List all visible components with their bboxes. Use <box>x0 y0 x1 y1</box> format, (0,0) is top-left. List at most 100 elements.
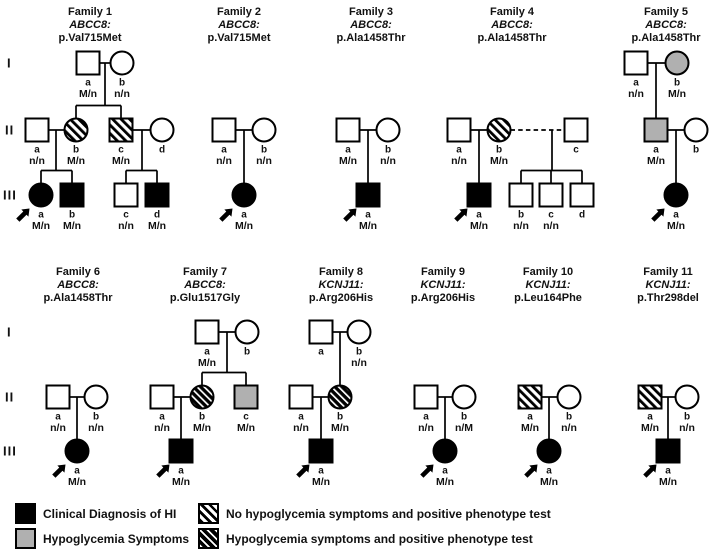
family-8-II-b-circle <box>327 384 353 410</box>
family-mutation: p.Thr298del <box>637 292 699 304</box>
family-title: Family 3 <box>348 6 394 18</box>
family-11-pedigree: aM/nbn/naM/n <box>637 384 700 488</box>
family-title: Family 6 <box>55 266 101 278</box>
proband-arrow-icon <box>219 208 233 222</box>
proband-arrow-icon <box>156 464 170 478</box>
legend-label: Clinical Diagnosis of HI <box>43 506 177 521</box>
family-1-III-d-square <box>144 182 170 208</box>
family-11-III-a-label: a <box>665 466 671 477</box>
family-2-II-a-genotype: n/n <box>216 155 232 167</box>
family-2-III-a-circle <box>231 182 257 208</box>
family-2-II-b-circle <box>251 117 277 143</box>
family-10-II-a-label: a <box>527 412 533 423</box>
family-5-II-b-label: b <box>693 145 699 156</box>
family-11-III-a-square <box>655 438 681 464</box>
family-5-II-b-circle <box>683 117 709 143</box>
family-8-III-a-label: a <box>318 466 324 477</box>
family-9-II-b-circle <box>451 384 477 410</box>
generation-label-row1-II: II <box>5 122 15 138</box>
family-10-pedigree: aM/nbn/naM/n <box>517 384 582 488</box>
family-8-II-a-square <box>288 384 314 410</box>
family-2-header: Family 2 ABCC8: p.Val715Met <box>179 6 299 45</box>
family-7-III-a-square <box>168 438 194 464</box>
family-gene: ABCC8: <box>491 19 533 31</box>
family-1-I-b-circle <box>109 50 135 76</box>
legend-swatch-black-icon <box>15 503 36 524</box>
family-11-III-a-genotype: M/n <box>659 476 677 488</box>
family-1-II-c-genotype: M/n <box>112 155 130 167</box>
family-title: Family 10 <box>522 266 574 278</box>
family-10-III-a-genotype: M/n <box>540 476 558 488</box>
family-1-II-a-label: a <box>34 145 40 156</box>
family-3-II-a-genotype: M/n <box>339 155 357 167</box>
family-2-pedigree: an/nbn/naM/n <box>211 117 277 232</box>
family-5-I-b-genotype: M/n <box>668 88 686 100</box>
family-8-I-b-genotype: n/n <box>351 357 367 369</box>
family-7-II-c-label: c <box>243 412 249 423</box>
family-4-III-c-genotype: n/n <box>543 220 559 232</box>
family-10-II-b-label: b <box>566 412 572 423</box>
legend-label: Hypoglycemia Symptoms <box>43 531 190 546</box>
proband-arrow-icon <box>643 464 657 478</box>
family-4-II-b-genotype: M/n <box>490 155 508 167</box>
family-4-II-c-square <box>563 117 589 143</box>
proband-arrow-icon <box>52 464 66 478</box>
proband-arrow-icon <box>16 208 30 222</box>
family-5-I-b-label: b <box>674 78 680 89</box>
family-2-II-b-genotype: n/n <box>256 155 272 167</box>
family-3-III-a-label: a <box>365 210 371 221</box>
family-5-I-a-label: a <box>633 78 639 89</box>
family-7-II-b-genotype: M/n <box>193 422 211 434</box>
family-4-header: Family 4 ABCC8: p.Ala1458Thr <box>452 6 572 45</box>
family-6-II-a-square <box>45 384 71 410</box>
family-6-header: Family 6 ABCC8: p.Ala1458Thr <box>18 266 138 305</box>
family-7-II-a-genotype: n/n <box>154 422 170 434</box>
family-4-II-a-label: a <box>456 145 462 156</box>
proband-arrow-icon <box>454 208 468 222</box>
family-9-header: Family 9 KCNJ11: p.Arg206His <box>383 266 503 305</box>
family-1-III-c-genotype: n/n <box>118 220 134 232</box>
family-7-II-a-label: a <box>159 412 165 423</box>
family-mutation: p.Glu1517Gly <box>169 292 241 304</box>
family-9-II-a-label: a <box>423 412 429 423</box>
legend-item-symptoms-positive-test: Hypoglycemia symptoms and positive pheno… <box>198 528 533 549</box>
legend-swatch-light-hatch-icon <box>198 503 219 524</box>
family-title: Family 4 <box>489 6 535 18</box>
family-10-header: Family 10 KCNJ11: p.Leu164Phe <box>488 266 608 305</box>
proband-arrow-icon <box>343 208 357 222</box>
family-4-III-b-square <box>508 182 534 208</box>
family-gene: ABCC8: <box>69 19 111 31</box>
legend-item-no-symptoms-positive-test: No hypoglycemia symptoms and positive ph… <box>198 503 551 524</box>
family-4-III-c-label: c <box>548 210 554 221</box>
generation-label-row2-I: I <box>7 324 12 340</box>
family-7-header: Family 7 ABCC8: p.Glu1517Gly <box>145 266 265 305</box>
family-title: Family 8 <box>318 266 364 278</box>
family-1-III-c-square <box>113 182 139 208</box>
family-9-II-b-genotype: n/M <box>455 422 473 434</box>
family-10-II-a-square <box>517 384 543 410</box>
family-11-II-b-label: b <box>684 412 690 423</box>
family-11-II-a-square <box>637 384 663 410</box>
family-gene: ABCC8: <box>350 19 392 31</box>
family-mutation: p.Ala1458Thr <box>43 292 113 304</box>
family-4-III-a-square <box>466 182 492 208</box>
family-1-III-c-label: c <box>123 210 129 221</box>
family-10-III-a-circle <box>536 438 562 464</box>
family-7-II-b-circle <box>189 384 215 410</box>
family-10-II-b-circle <box>556 384 582 410</box>
family-3-II-b-genotype: n/n <box>380 155 396 167</box>
family-1-III-b-genotype: M/n <box>63 220 81 232</box>
family-gene: KCNJ11: <box>420 279 466 291</box>
family-7-I-a-label: a <box>204 347 210 358</box>
family-1-III-a-genotype: M/n <box>32 220 50 232</box>
family-1-II-b-circle <box>63 117 89 143</box>
family-6-II-a-label: a <box>55 412 61 423</box>
family-title: Family 11 <box>643 266 693 278</box>
family-1-I-a-square <box>75 50 101 76</box>
family-10-III-a-label: a <box>546 466 552 477</box>
family-9-III-a-circle <box>432 438 458 464</box>
family-4-II-b-circle <box>486 117 512 143</box>
